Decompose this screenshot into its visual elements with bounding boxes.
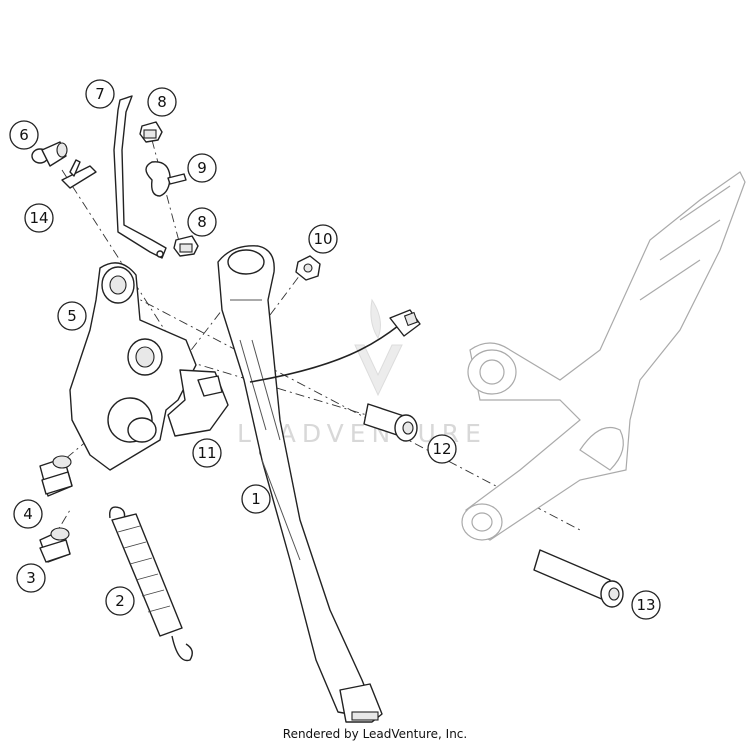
callout-label-4: 4 bbox=[23, 505, 33, 523]
callout-label-9: 9 bbox=[197, 159, 207, 177]
callout-3: 3 bbox=[16, 563, 46, 593]
bushing-lower bbox=[39, 527, 71, 563]
callout-2: 2 bbox=[105, 586, 135, 616]
callout-label-13: 13 bbox=[636, 596, 655, 614]
bushing-upper bbox=[39, 455, 73, 497]
callout-label-14: 14 bbox=[29, 209, 48, 227]
callout-6: 6 bbox=[9, 120, 39, 150]
callout-11: 11 bbox=[192, 438, 222, 468]
callout-label-7: 7 bbox=[95, 85, 105, 103]
side-stand-part bbox=[217, 245, 383, 723]
cable-tie-part bbox=[145, 161, 187, 197]
frame-bracket bbox=[461, 171, 746, 541]
switch-bracket-part bbox=[69, 262, 229, 471]
callout-10: 10 bbox=[308, 224, 338, 254]
callout-label-3: 3 bbox=[26, 569, 36, 587]
callout-label-1: 1 bbox=[251, 490, 261, 508]
callout-14: 14 bbox=[24, 203, 54, 233]
bolt-13-part bbox=[533, 549, 624, 608]
callout-12: 12 bbox=[427, 434, 457, 464]
callout-label-10: 10 bbox=[313, 230, 332, 248]
callout-5: 5 bbox=[57, 301, 87, 331]
bracket-part bbox=[113, 95, 167, 259]
callout-label-12: 12 bbox=[432, 440, 451, 458]
callout-label-11: 11 bbox=[197, 444, 216, 462]
callout-label-8-lower: 8 bbox=[197, 213, 207, 231]
callout-label-8-top: 8 bbox=[157, 93, 167, 111]
nut-part bbox=[295, 255, 321, 281]
sensor-cable-part bbox=[249, 309, 421, 383]
callout-label-5: 5 bbox=[67, 307, 77, 325]
spring-part bbox=[109, 506, 193, 662]
pin-part bbox=[31, 141, 68, 167]
callout-9: 9 bbox=[187, 153, 217, 183]
callout-13: 13 bbox=[631, 590, 661, 620]
clip-part bbox=[61, 159, 97, 189]
bolt-12-part bbox=[363, 403, 418, 442]
callout-label-2: 2 bbox=[115, 592, 125, 610]
footer-credit: Rendered by LeadVenture, Inc. bbox=[282, 727, 468, 741]
callout-8-lower: 8 bbox=[187, 207, 217, 237]
callout-1: 1 bbox=[241, 484, 271, 514]
bolt-lower bbox=[173, 235, 199, 257]
bolt-top bbox=[139, 121, 163, 143]
callout-label-6: 6 bbox=[19, 126, 29, 144]
callout-4: 4 bbox=[13, 499, 43, 529]
callout-8-top: 8 bbox=[147, 87, 177, 117]
callout-7: 7 bbox=[85, 79, 115, 109]
